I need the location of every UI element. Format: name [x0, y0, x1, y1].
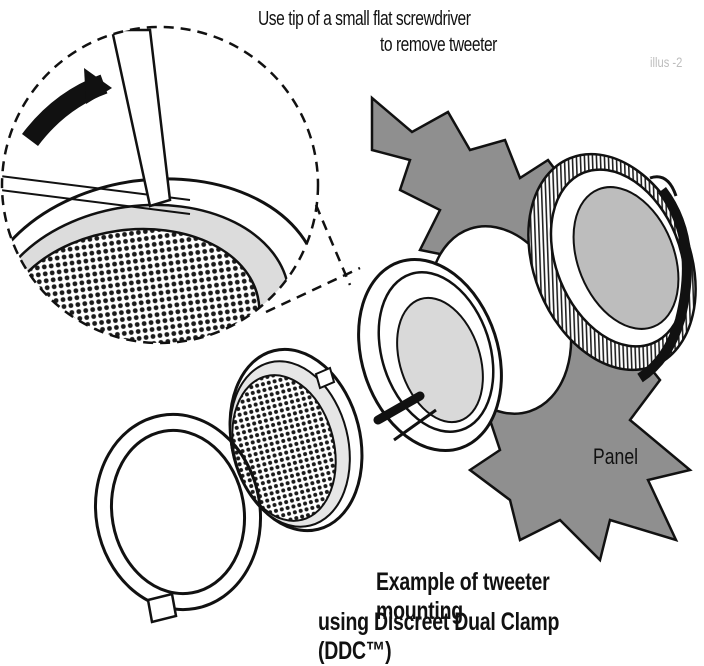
tweeter — [228, 347, 364, 533]
detail-magnifier — [0, 25, 361, 345]
caption-line-2: using Discreet Dual Clamp (DDC™) — [318, 608, 560, 665]
instruction-line-1: Use tip of a small flat screwdriver — [258, 8, 471, 30]
caption-line-1: Example of tweeter mounting — [376, 568, 550, 625]
lift-arrow-icon — [84, 68, 112, 104]
panel-label: Panel — [593, 444, 639, 469]
figure-id: illus -2 — [650, 54, 683, 70]
screwdriver — [110, 28, 172, 208]
trim-ring — [93, 412, 263, 624]
clamp-cup — [357, 257, 503, 453]
tweeter-mounting-diagram — [0, 25, 697, 624]
flush-mount-cup — [527, 152, 697, 383]
instruction-line-2: to remove tweeter — [380, 34, 497, 56]
